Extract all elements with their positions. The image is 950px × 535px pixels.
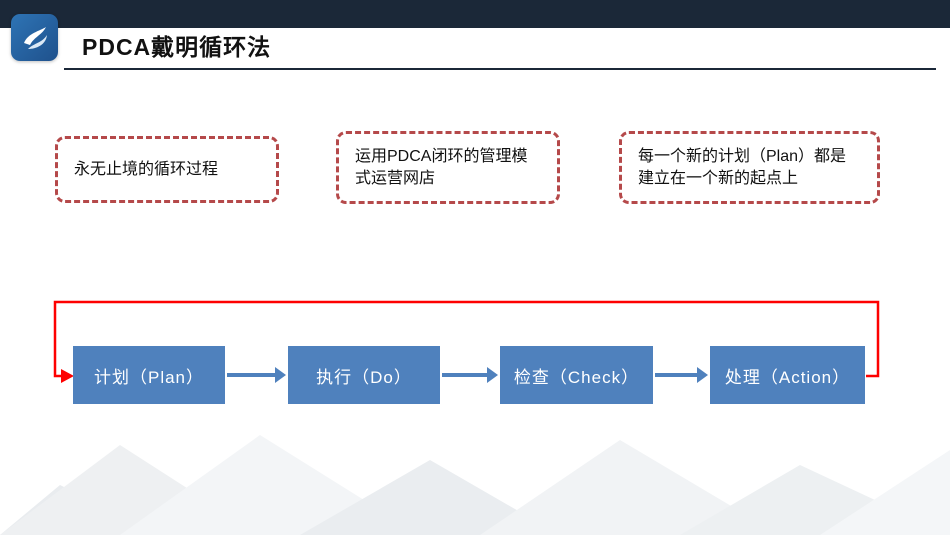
flow-step-do: 执行（Do）	[288, 346, 440, 404]
flow-step-label: 处理（Action）	[724, 367, 851, 387]
wave-logo-icon	[23, 26, 47, 49]
callout-endless-cycle: 永无止境的循环过程	[55, 136, 279, 203]
header-divider	[64, 68, 936, 70]
flow-step-label: 计划（Plan）	[93, 367, 205, 387]
callout-text: 永无止境的循环过程	[74, 160, 219, 178]
flow-step-label: 检查（Check）	[513, 367, 640, 387]
flow-step-action: 处理（Action）	[710, 346, 865, 404]
logo	[11, 14, 58, 61]
callout-text: 每一个新的计划（Plan）都是建立在一个新的起点上	[638, 147, 847, 187]
flow-step-label: 执行（Do）	[316, 367, 412, 387]
header-bar	[0, 0, 950, 28]
callout-new-start: 每一个新的计划（Plan）都是建立在一个新的起点上	[619, 131, 880, 204]
callout-closed-loop: 运用PDCA闭环的管理模式运营网店	[336, 131, 560, 204]
callout-text: 运用PDCA闭环的管理模式运营网店	[355, 147, 528, 187]
flow-step-check: 检查（Check）	[500, 346, 653, 404]
page-title: PDCA戴明循环法	[82, 34, 272, 60]
footer-polygon-decoration	[0, 435, 950, 535]
flow-step-plan: 计划（Plan）	[73, 346, 225, 404]
